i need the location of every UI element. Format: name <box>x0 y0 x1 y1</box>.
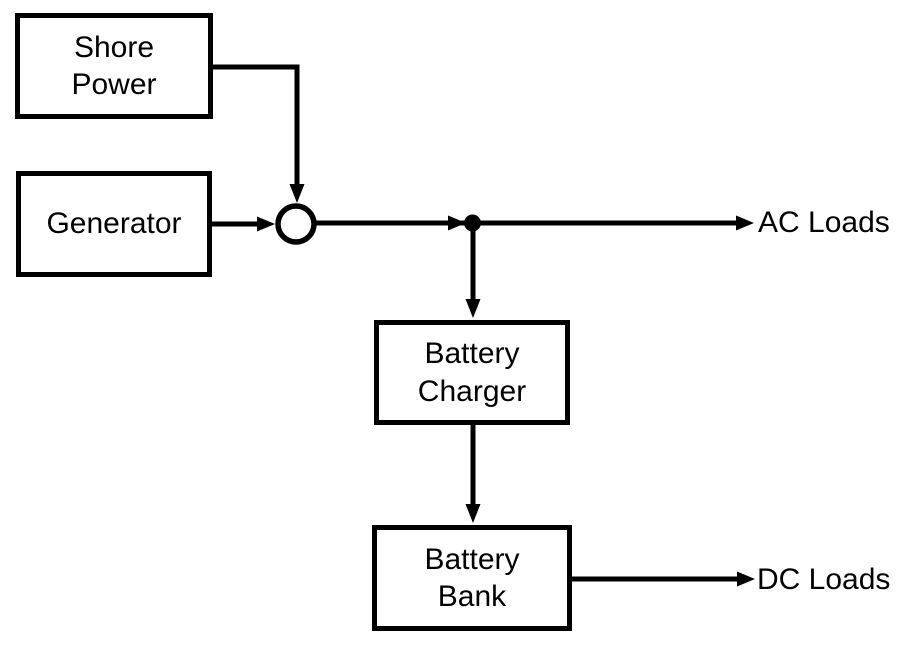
ac-loads-label: AC Loads <box>758 206 890 239</box>
battery-bank-label: Battery Bank <box>424 542 520 614</box>
battery-bank-box: Battery Bank <box>372 525 572 631</box>
source-selector-circle <box>275 203 317 245</box>
edge-shore-power-to-selector <box>213 64 300 188</box>
arrowhead-into-selector-left <box>257 216 275 232</box>
battery-charger-box: Battery Charger <box>374 320 570 425</box>
arrowhead-to-dc-loads <box>737 571 755 587</box>
shore-power-box: Shore Power <box>15 13 213 119</box>
arrowhead-into-battery-bank <box>465 504 481 523</box>
generator-label: Generator <box>46 207 182 241</box>
generator-box: Generator <box>16 171 212 277</box>
shore-power-label: Shore Power <box>71 30 157 102</box>
arrowhead-into-battery-charger <box>465 299 481 318</box>
arrowhead-into-tap-dot <box>448 215 466 231</box>
arrowhead-to-ac-loads <box>736 215 754 231</box>
junction-dot <box>464 214 481 232</box>
arrowhead-into-selector-top <box>289 184 305 203</box>
battery-charger-label: Battery Charger <box>417 337 527 408</box>
dc-loads-label: DC Loads <box>757 563 891 596</box>
